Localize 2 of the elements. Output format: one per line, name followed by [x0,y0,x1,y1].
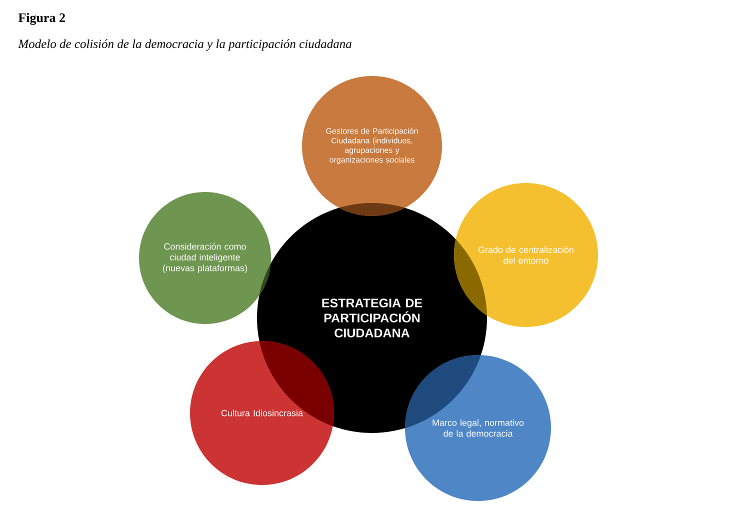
figure-caption: Modelo de colisión de la democracia y la participación ciudadana [18,39,352,51]
figure-title: Figura 2 [18,12,65,25]
